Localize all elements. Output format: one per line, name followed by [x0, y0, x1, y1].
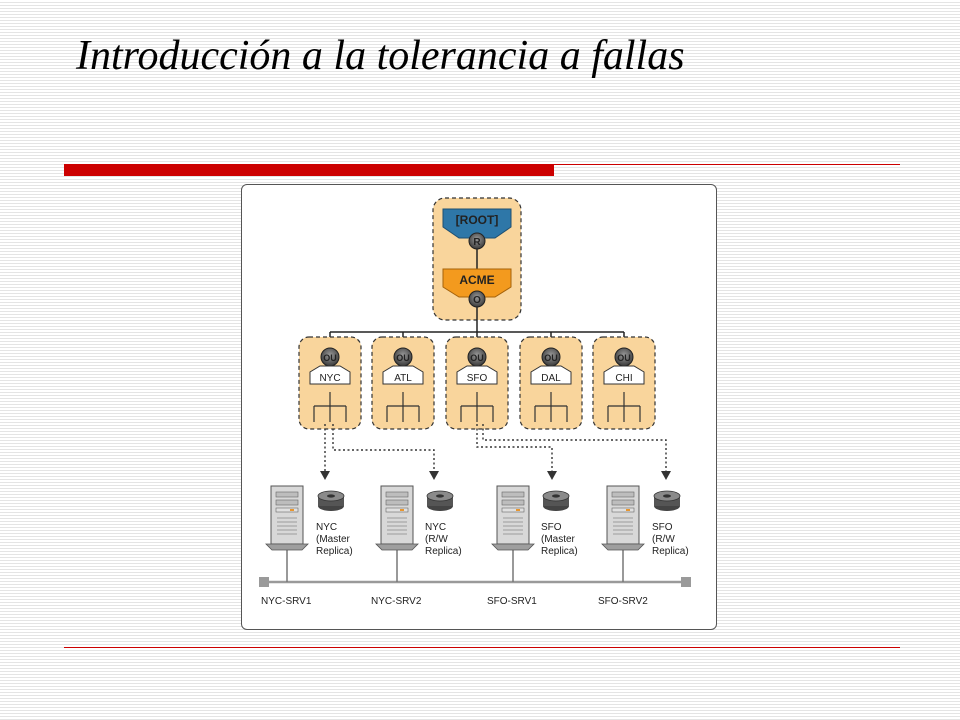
ou-label-atl: ATL	[394, 373, 412, 384]
ou-label-sfo: SFO	[467, 373, 488, 384]
replica-arrowheads	[320, 471, 671, 480]
ou-badge: OU	[323, 353, 337, 363]
server-name: NYC-SRV1	[261, 596, 312, 607]
title-accent-line	[554, 164, 900, 165]
root-object: [ROOT] R	[442, 208, 512, 250]
ou-badge: OU	[396, 353, 410, 363]
org-label: ACME	[459, 273, 494, 287]
org-object: ACME O	[442, 268, 512, 308]
network-bus	[259, 577, 691, 587]
ou-dal: OU DAL	[519, 336, 583, 430]
slide-title: Introducción a la tolerancia a fallas	[76, 33, 685, 79]
server-nyc-srv1: NYC (Master Replica) NYC-SRV1	[261, 485, 353, 607]
root-badge: R	[473, 237, 481, 248]
ou-chi: OU CHI	[592, 336, 656, 430]
replica-arrows	[324, 424, 667, 472]
replica-line: Replica)	[425, 546, 462, 557]
replica-line: SFO	[541, 522, 562, 533]
server-name: SFO-SRV2	[598, 596, 648, 607]
replica-line: (Master	[316, 534, 351, 545]
ou-badge: OU	[617, 353, 631, 363]
ou-nyc: OU NYC	[298, 336, 362, 430]
ou-badge: OU	[544, 353, 558, 363]
ou-sfo: OU SFO	[445, 336, 509, 430]
org-badge: O	[473, 295, 481, 306]
replica-line: NYC	[316, 522, 337, 533]
ou-label-dal: DAL	[541, 373, 561, 384]
footer-line	[64, 647, 900, 648]
replica-line: NYC	[425, 522, 446, 533]
server-nyc-srv2: NYC (R/W Replica) NYC-SRV2	[371, 485, 462, 607]
replica-line: (R/W	[652, 534, 675, 545]
server-sfo-srv2: SFO (R/W Replica) SFO-SRV2	[598, 485, 689, 607]
replica-line: (Master	[541, 534, 576, 545]
server-name: SFO-SRV1	[487, 596, 537, 607]
replica-line: Replica)	[316, 546, 353, 557]
ou-atl: OU ATL	[371, 336, 435, 430]
server-sfo-srv1: SFO (Master Replica) SFO-SRV1	[487, 485, 578, 607]
ou-badge: OU	[470, 353, 484, 363]
replica-line: Replica)	[541, 546, 578, 557]
replica-line: SFO	[652, 522, 673, 533]
title-accent-bar	[64, 164, 554, 176]
replica-line: (R/W	[425, 534, 448, 545]
replica-line: Replica)	[652, 546, 689, 557]
ou-label-nyc: NYC	[319, 373, 340, 384]
server-name: NYC-SRV2	[371, 596, 422, 607]
ou-label-chi: CHI	[615, 373, 632, 384]
root-label: [ROOT]	[456, 213, 499, 227]
